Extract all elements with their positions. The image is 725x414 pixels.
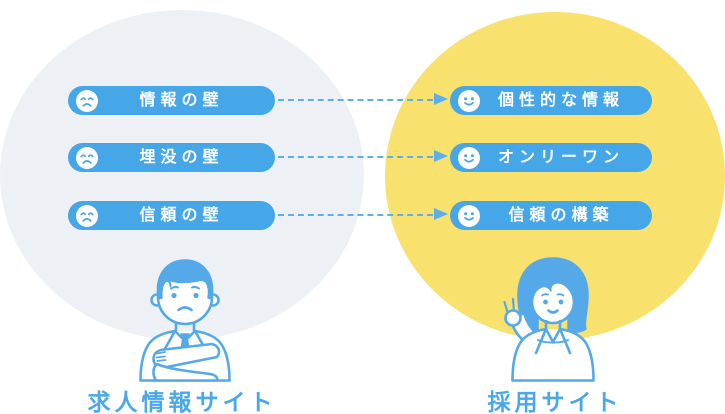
ok-sign-woman-illustration <box>488 252 618 387</box>
pill-label: 信頼の構築 <box>508 207 614 224</box>
pill-information-wall: 情報の壁 <box>68 86 275 115</box>
sad-face-icon <box>76 146 98 169</box>
worried-man-illustration <box>126 254 244 387</box>
pill-only-one: オンリーワン <box>450 143 652 172</box>
dashed-line <box>278 99 433 101</box>
pill-trust-wall: 信頼の壁 <box>68 201 275 230</box>
happy-face-icon <box>458 146 480 169</box>
pill-label: 信頼の壁 <box>139 207 224 224</box>
dashed-line <box>278 214 433 216</box>
pill-burial-wall: 埋没の壁 <box>68 143 275 172</box>
pill-unique-information: 個性的な情報 <box>450 86 652 115</box>
arrowhead-icon <box>434 208 448 220</box>
left-site-title: 求人情報サイト <box>87 389 277 414</box>
pill-label: オンリーワン <box>497 149 624 166</box>
pill-label: 埋没の壁 <box>139 149 224 166</box>
happy-face-icon <box>458 204 480 227</box>
arrowhead-icon <box>434 93 448 105</box>
sad-face-icon <box>76 89 98 112</box>
arrowhead-icon <box>434 150 448 162</box>
dashed-line <box>278 156 433 158</box>
happy-face-icon <box>458 89 480 112</box>
pill-label: 個性的な情報 <box>497 92 624 109</box>
pill-label: 情報の壁 <box>139 92 224 109</box>
pill-trust-building: 信頼の構築 <box>450 201 652 230</box>
sad-face-icon <box>76 204 98 227</box>
right-site-title: 採用サイト <box>487 389 623 414</box>
